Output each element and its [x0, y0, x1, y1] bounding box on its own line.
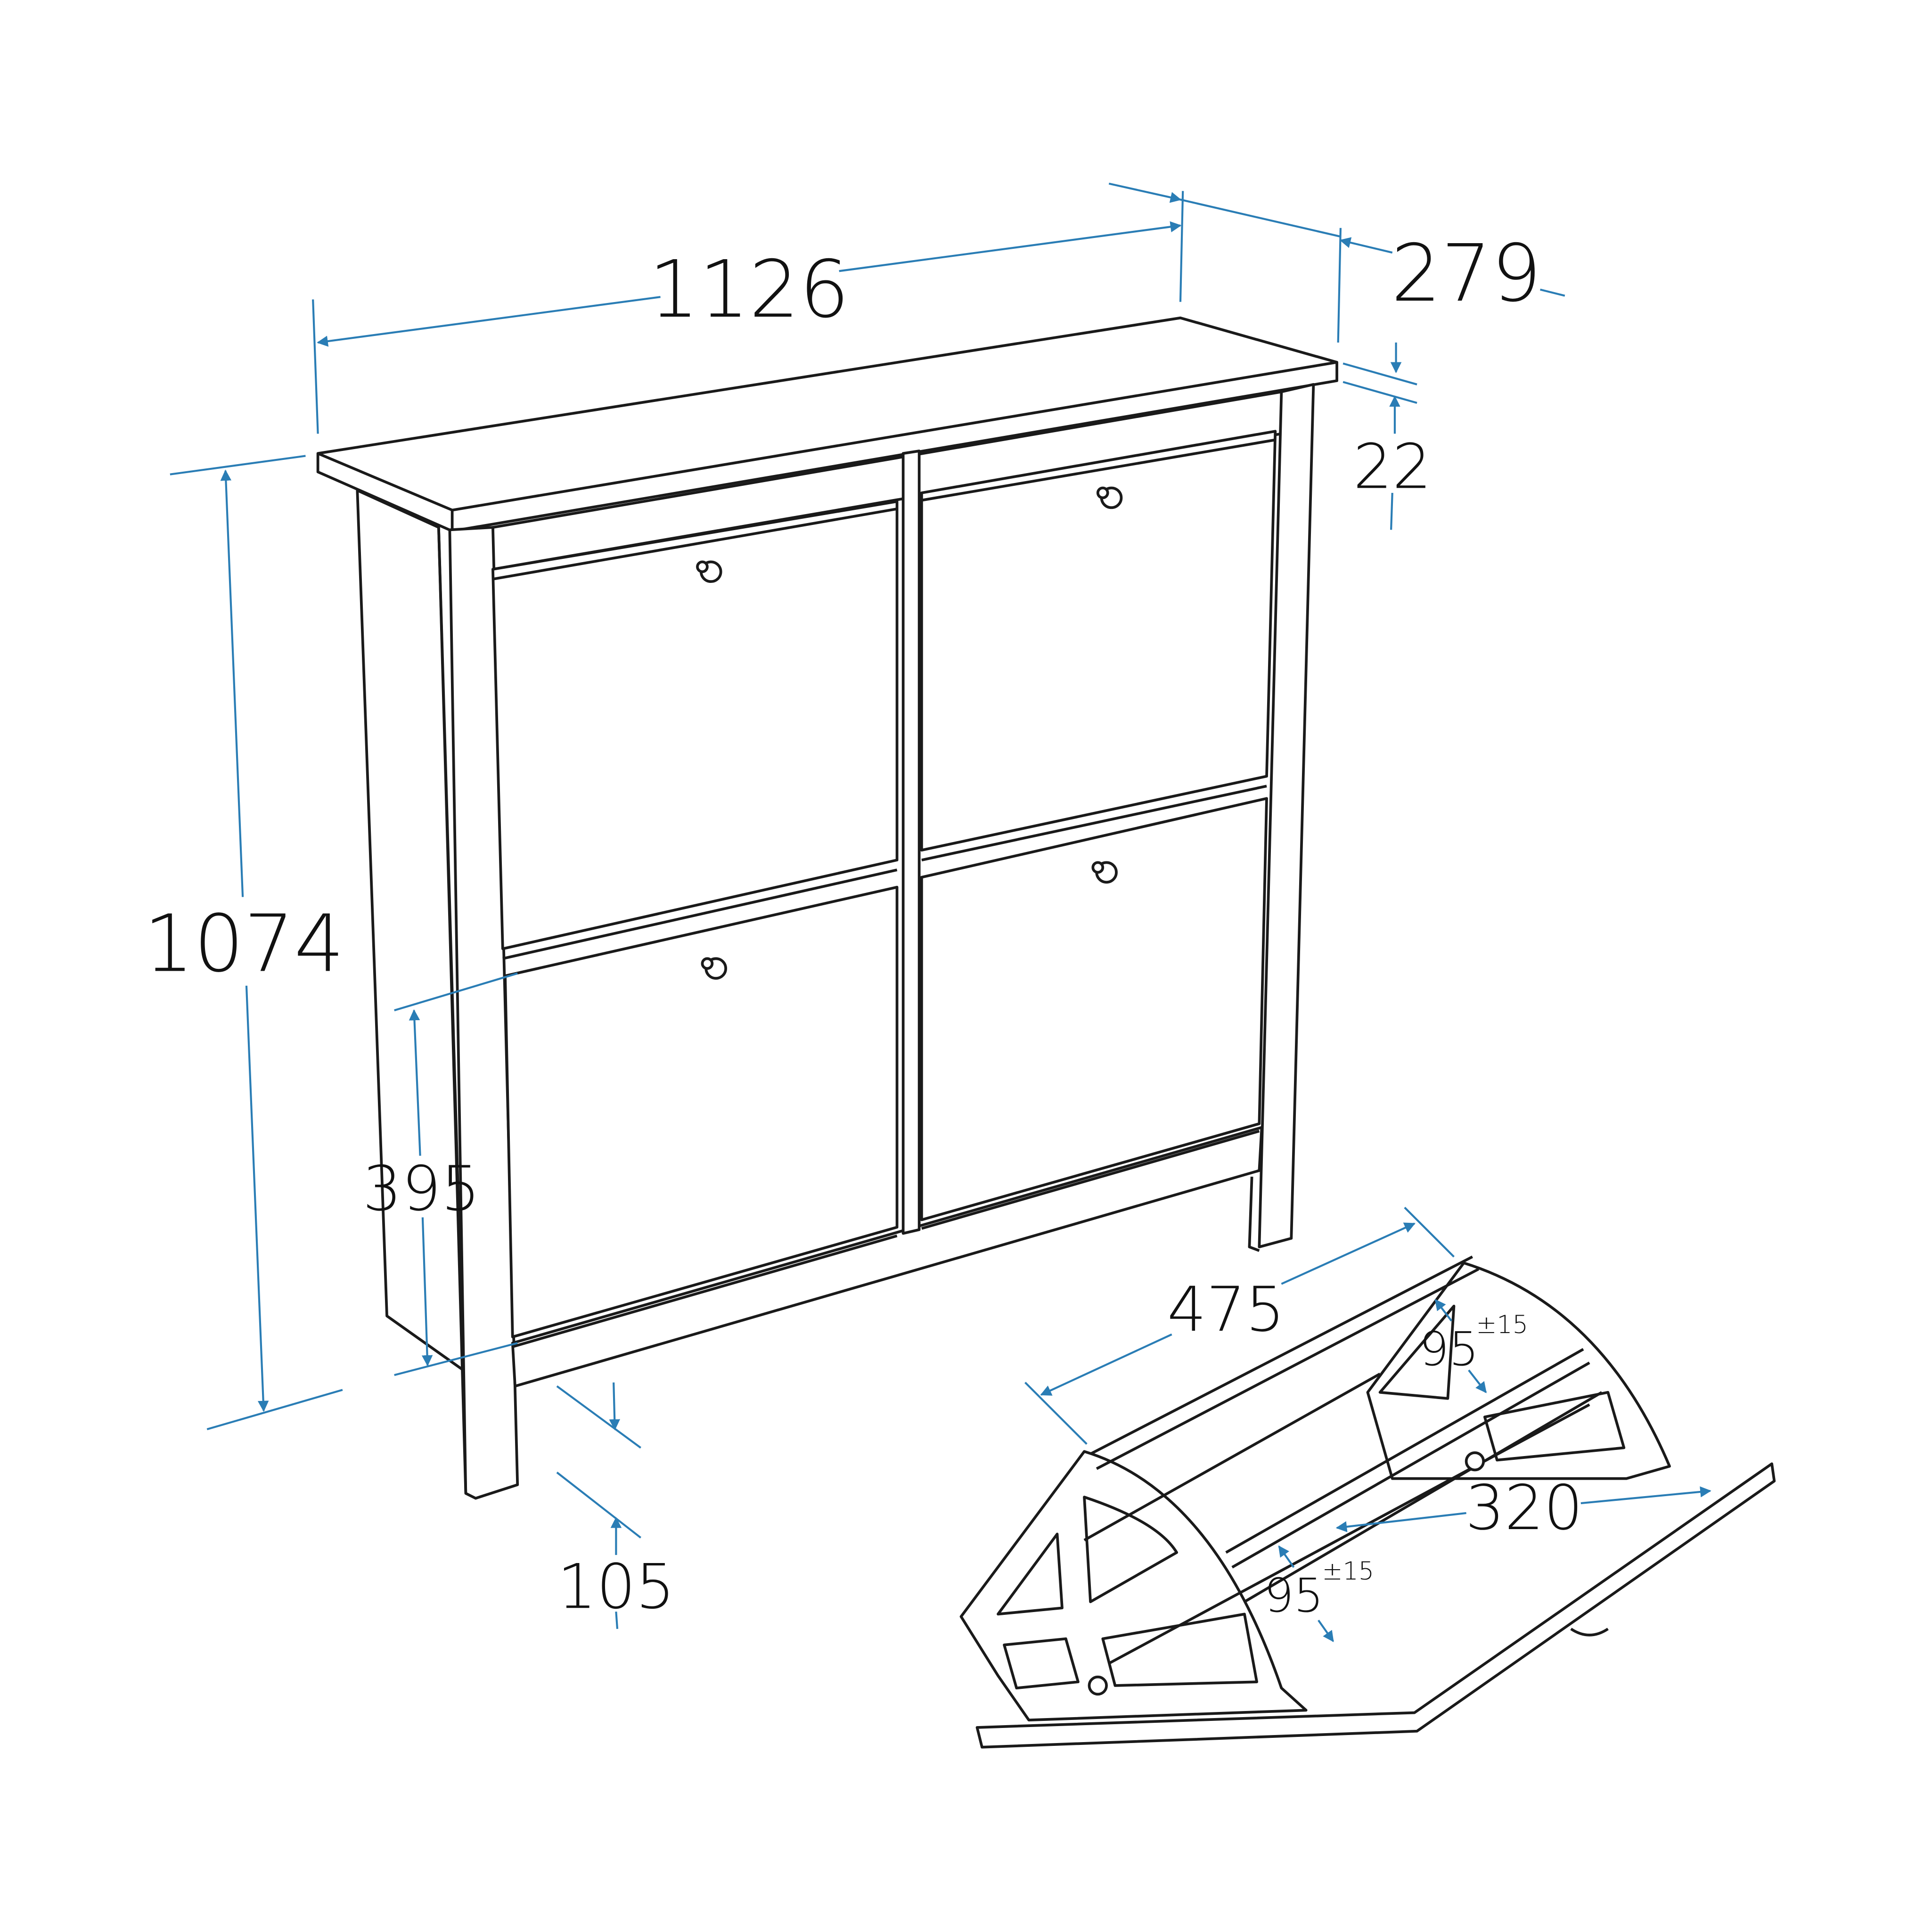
left-side-panel	[356, 489, 465, 1372]
depth-label: 279	[1391, 228, 1541, 319]
right-leg	[1248, 1177, 1260, 1252]
knob-icon	[701, 957, 727, 980]
top-board	[316, 316, 1338, 532]
dimensions: 1126 279 22 1074 395 105 475 320 95 ±15 …	[144, 182, 1711, 1642]
rack-cutouts	[997, 1304, 1626, 1690]
left-front-post	[448, 526, 519, 1500]
height-label: 1074	[144, 898, 344, 990]
door-top-right	[920, 430, 1277, 852]
rack-length-label: 475	[1167, 1274, 1285, 1345]
right-front-post	[1258, 383, 1315, 1249]
angle-top-tolerance: ±15	[1476, 1310, 1528, 1339]
top-edge	[317, 360, 1337, 531]
angle-bottom-tolerance: ±15	[1322, 1557, 1374, 1586]
rack-hinge-icon	[1088, 1675, 1108, 1696]
center-divider	[901, 450, 921, 1235]
shoe-rack-mechanism	[959, 1255, 1776, 1749]
knob-icon	[1096, 486, 1123, 509]
door-height-label: 395	[363, 1153, 481, 1225]
rack-hinge-icon	[1465, 1451, 1485, 1472]
angle-top-label: 95	[1419, 1322, 1479, 1376]
knob-icon	[696, 560, 722, 583]
door-gaps	[492, 438, 1276, 1348]
post-edge	[437, 527, 467, 1494]
rack-foot	[1570, 1628, 1609, 1637]
bottom-rail	[511, 1126, 1263, 1388]
angle-bottom-label: 95	[1264, 1569, 1323, 1623]
door-top-left	[491, 500, 899, 950]
door-bottom-left	[504, 885, 899, 1338]
cabinet	[316, 316, 1338, 1500]
rack-depth-label: 320	[1465, 1472, 1583, 1544]
rack-rails	[1083, 1255, 1603, 1665]
leg-height-label: 105	[557, 1551, 675, 1622]
width-label: 1126	[649, 244, 850, 336]
knob-icon	[1091, 861, 1118, 884]
top-thickness-label: 22	[1353, 431, 1432, 502]
rack-side-plate-front	[959, 1450, 1308, 1722]
door-bottom-right	[920, 797, 1268, 1221]
rack-board	[975, 1462, 1776, 1749]
